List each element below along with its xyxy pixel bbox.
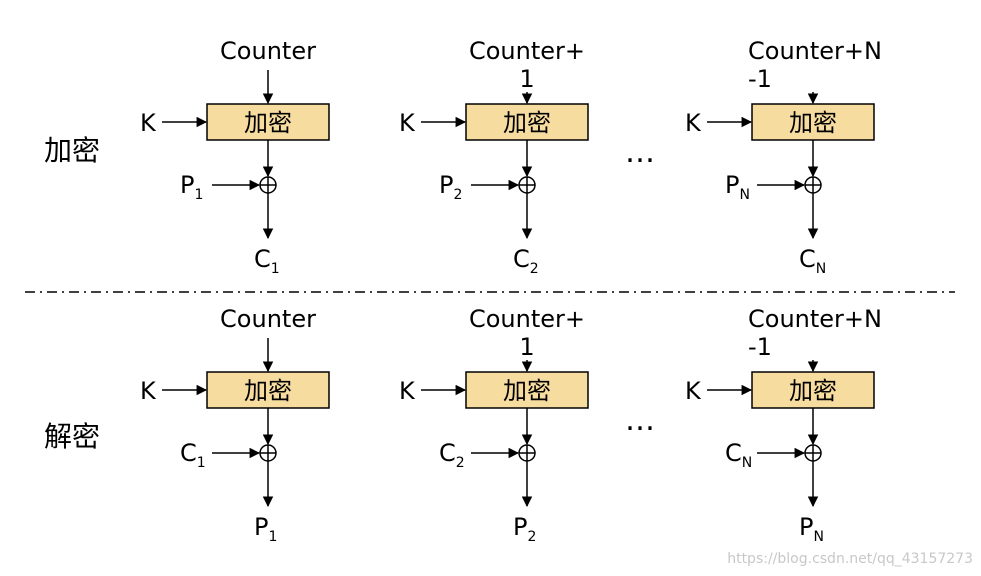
counter-label-line2: 1 [519, 333, 534, 361]
output-label-main: C [513, 245, 530, 273]
encrypt-box-label: 加密 [244, 109, 292, 137]
encrypt-box [465, 371, 589, 409]
xor-input-label-subscript: 1 [197, 455, 206, 471]
output-label-main: P [513, 513, 527, 541]
encrypt-box [206, 371, 330, 409]
key-label: K [685, 109, 702, 137]
output-label-main: C [254, 245, 271, 273]
xor-input-label-subscript: N [739, 187, 749, 203]
encrypt-box-label: 加密 [503, 109, 551, 137]
output-label-subscript: 2 [530, 261, 539, 277]
xor-input-label-main: C [725, 439, 742, 467]
key-label: K [399, 377, 416, 405]
output-label-subscript: 1 [268, 529, 277, 545]
output-label-subscript: 1 [271, 261, 280, 277]
mode-label: 加密 [44, 134, 100, 167]
ellipsis: … [625, 135, 655, 170]
xor-input-label-subscript: 1 [194, 187, 203, 203]
xor-symbol [259, 176, 277, 194]
section-encrypt: 加密Counter加密KP1C1Counter+1加密KP2C2Counter+… [44, 37, 882, 277]
output-label-subscript: 2 [527, 529, 536, 545]
xor-input-label: PN [725, 171, 750, 203]
key-label: K [399, 109, 416, 137]
key-label: K [140, 377, 157, 405]
encrypt-box [465, 103, 589, 141]
watermark: https://blog.csdn.net/qq_43157273 [727, 551, 973, 567]
counter-label: Counter [220, 305, 316, 333]
counter-label-line2: -1 [748, 65, 772, 93]
counter-label: Counter+N [748, 37, 882, 65]
xor-input-label-subscript: 2 [456, 455, 465, 471]
xor-input-label: P2 [439, 171, 462, 203]
xor-symbol [804, 176, 822, 194]
counter-label: Counter+ [469, 305, 585, 333]
counter-label: Counter+ [469, 37, 585, 65]
ellipsis: … [625, 403, 655, 438]
xor-symbol [804, 444, 822, 462]
xor-symbol [518, 176, 536, 194]
counter-label: Counter [220, 37, 316, 65]
counter-label: Counter+N [748, 305, 882, 333]
xor-input-label-main: P [180, 171, 194, 199]
xor-input-label-main: C [180, 439, 197, 467]
counter-label-line2: -1 [748, 333, 772, 361]
key-label: K [685, 377, 702, 405]
output-label: PN [799, 513, 824, 545]
output-label-main: P [254, 513, 268, 541]
output-label-subscript: N [813, 529, 823, 545]
xor-input-label: C2 [439, 439, 465, 471]
encrypt-box-label: 加密 [244, 377, 292, 405]
output-label: P1 [254, 513, 277, 545]
output-label-main: C [799, 245, 816, 273]
encrypt-box [751, 371, 875, 409]
xor-input-label: P1 [180, 171, 203, 203]
mode-label: 解密 [44, 420, 100, 453]
output-label: P2 [513, 513, 536, 545]
xor-input-label-main: P [439, 171, 453, 199]
key-label: K [140, 109, 157, 137]
output-label-subscript: N [816, 261, 826, 277]
output-label: C2 [513, 245, 539, 277]
xor-symbol [518, 444, 536, 462]
xor-input-label-subscript: 2 [453, 187, 462, 203]
xor-symbol [259, 444, 277, 462]
xor-input-label: CN [725, 439, 752, 471]
counter-label-line2: 1 [519, 65, 534, 93]
xor-input-label-main: P [725, 171, 739, 199]
output-label-main: P [799, 513, 813, 541]
xor-input-label: C1 [180, 439, 206, 471]
section-decrypt: 解密Counter加密KC1P1Counter+1加密KC2P2Counter+… [44, 305, 882, 545]
encrypt-box-label: 加密 [503, 377, 551, 405]
output-label: CN [799, 245, 826, 277]
encrypt-box-label: 加密 [789, 109, 837, 137]
encrypt-box-label: 加密 [789, 377, 837, 405]
xor-input-label-subscript: N [742, 455, 752, 471]
output-label: C1 [254, 245, 280, 277]
xor-input-label-main: C [439, 439, 456, 467]
